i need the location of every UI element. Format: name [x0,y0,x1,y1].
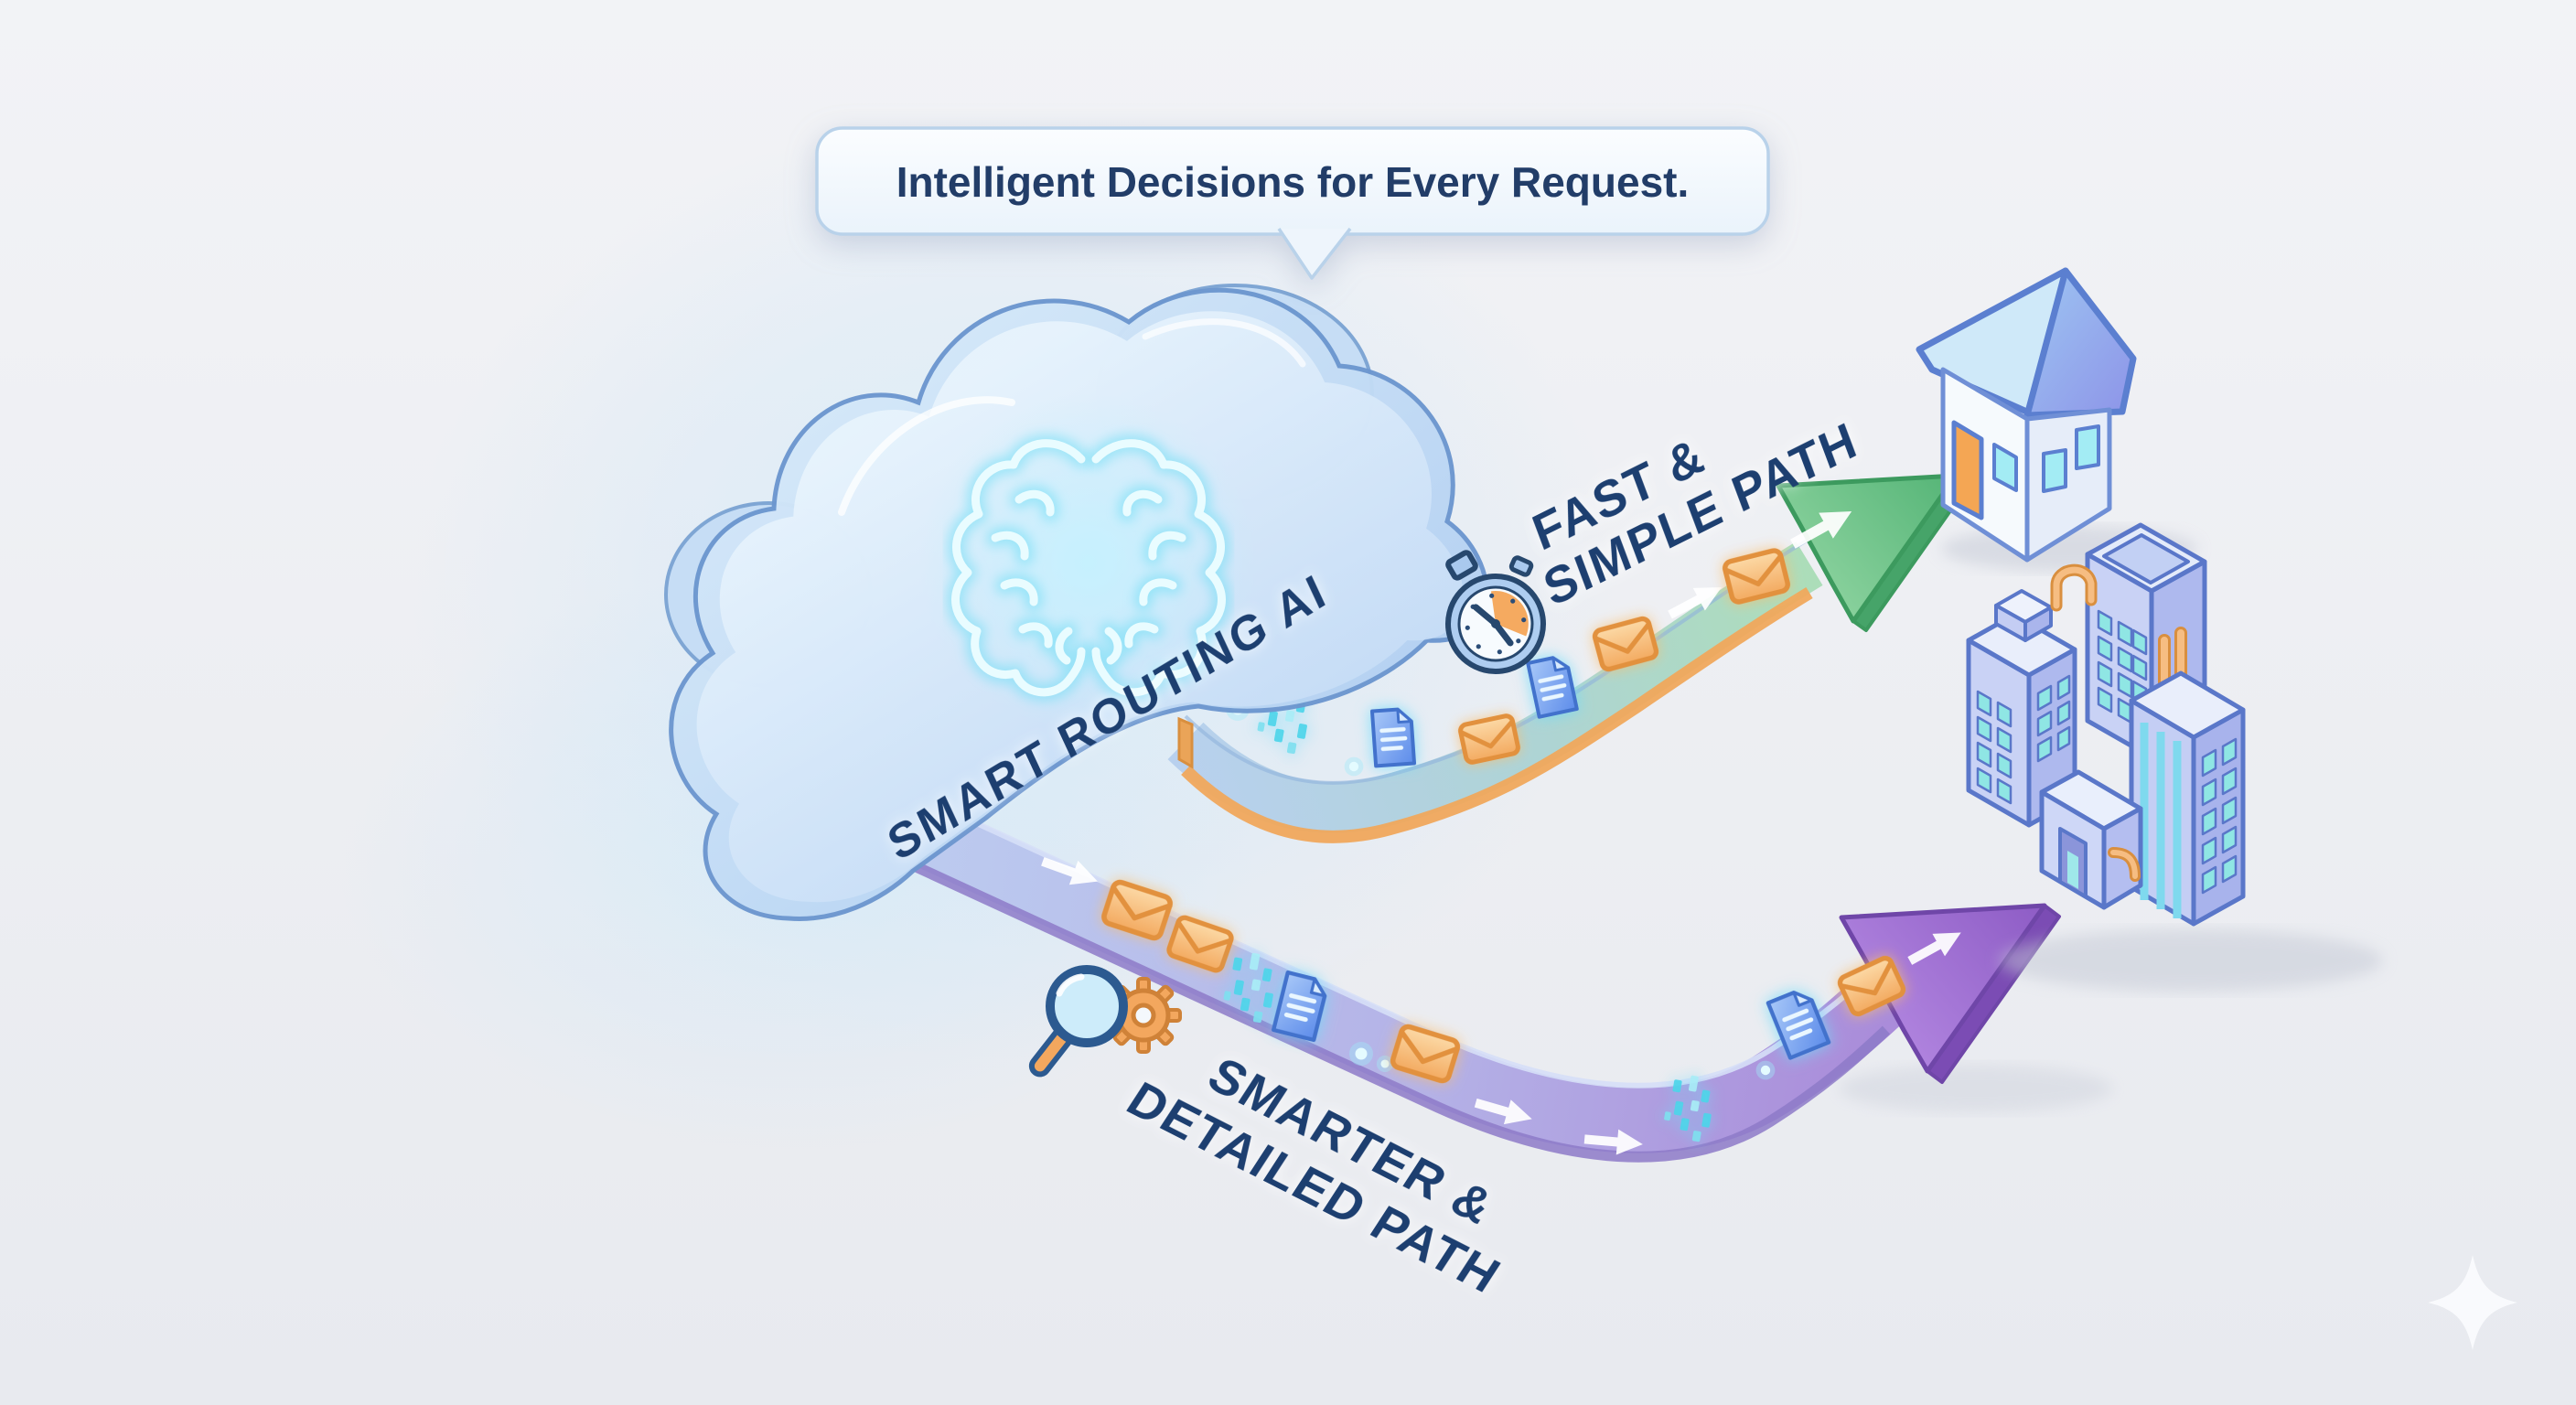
window [2075,424,2100,470]
magnifier-gear-icon [1028,965,1182,1078]
magnifier-icon [1028,965,1128,1078]
shadow [1839,1065,2113,1112]
window [1992,443,2018,492]
door [1951,420,1984,520]
shadow [1999,929,2383,992]
cloud-highlight [838,396,1015,516]
fast-path-band [1177,537,1809,837]
brain-glow [919,393,1258,732]
window [2042,448,2067,493]
roof-right [2023,267,2137,419]
sparkle-icon [2428,1255,2517,1350]
pipe [2053,566,2095,609]
pipe [2110,850,2138,879]
tower-right [2129,670,2246,927]
cloud-highlight [1142,318,1306,368]
speech-bubble-tail [1277,227,1352,280]
fast-path-arrow [1776,473,1970,632]
document-icon [1372,709,1414,767]
glow-dot [1344,756,1364,777]
stopwatch-icon [1445,550,1546,674]
annex [2039,769,2143,910]
door [2067,851,2078,889]
glow-dot [1755,1060,1776,1080]
band-end-cap [1177,716,1194,769]
office-buildings-icon [1966,522,2383,992]
envelope-icon [1459,714,1519,763]
glow-dot [1349,1042,1373,1066]
house-icon [1916,267,2197,572]
speech-bubble: Intelligent Decisions for Every Request. [815,126,1770,280]
speech-bubble-text: Intelligent Decisions for Every Request. [896,158,1690,206]
glass-stripes [2140,723,2182,918]
cloud: SMART ROUTING AI [664,284,1489,921]
